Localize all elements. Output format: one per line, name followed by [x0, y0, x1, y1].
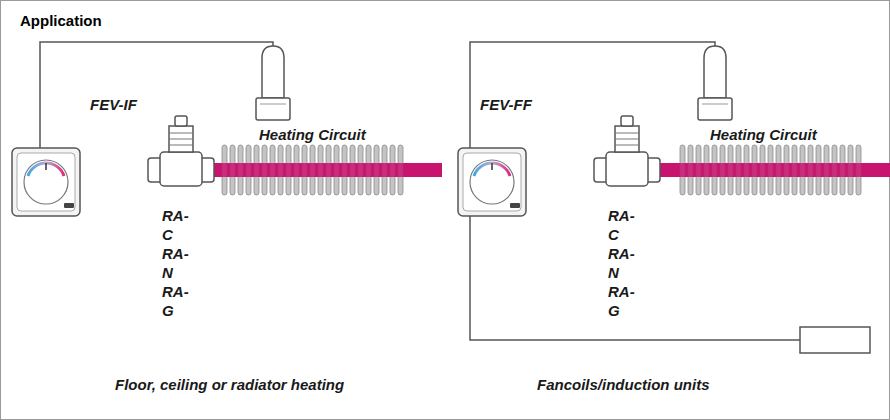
- radiator-fins: [218, 145, 411, 195]
- heating-pipe: [210, 163, 442, 177]
- heating-pipe: [656, 163, 890, 177]
- part-label: Heating Circuit: [259, 126, 366, 144]
- capillary-tube: [470, 42, 715, 148]
- fancoil-unit: [800, 327, 870, 353]
- remote-sensor: [256, 46, 290, 120]
- remote-sensor: [698, 46, 732, 120]
- part-label: FEV-FF: [480, 96, 532, 114]
- part-label: RA-C RA-N RA-G: [608, 206, 635, 320]
- radiator-node: Heating Circuit: [660, 124, 890, 200]
- part-label: RA-C RA-N RA-G: [162, 206, 189, 320]
- controller-dial: [458, 148, 526, 216]
- valve-body: [148, 116, 214, 186]
- diagram-title: Application: [20, 12, 102, 29]
- controller-node: FEV-IF: [12, 96, 152, 218]
- part-label: FEV-IF: [90, 96, 137, 114]
- valve-body: [594, 116, 660, 186]
- capillary-tube: [40, 42, 273, 148]
- part-label: Heating Circuit: [710, 126, 817, 144]
- radiator-node: Heating Circuit: [215, 124, 445, 200]
- sensor-wire: [470, 215, 800, 340]
- controller-node: FEV-FF: [458, 96, 598, 218]
- controller-dial: [12, 148, 80, 216]
- valve-node: RA-C RA-N RA-G: [594, 114, 664, 274]
- radiator-fins: [676, 145, 869, 195]
- application-caption: Floor, ceiling or radiator heating: [115, 376, 344, 393]
- application-caption: Fancoils/induction units: [537, 376, 710, 393]
- valve-node: RA-C RA-N RA-G: [148, 114, 218, 274]
